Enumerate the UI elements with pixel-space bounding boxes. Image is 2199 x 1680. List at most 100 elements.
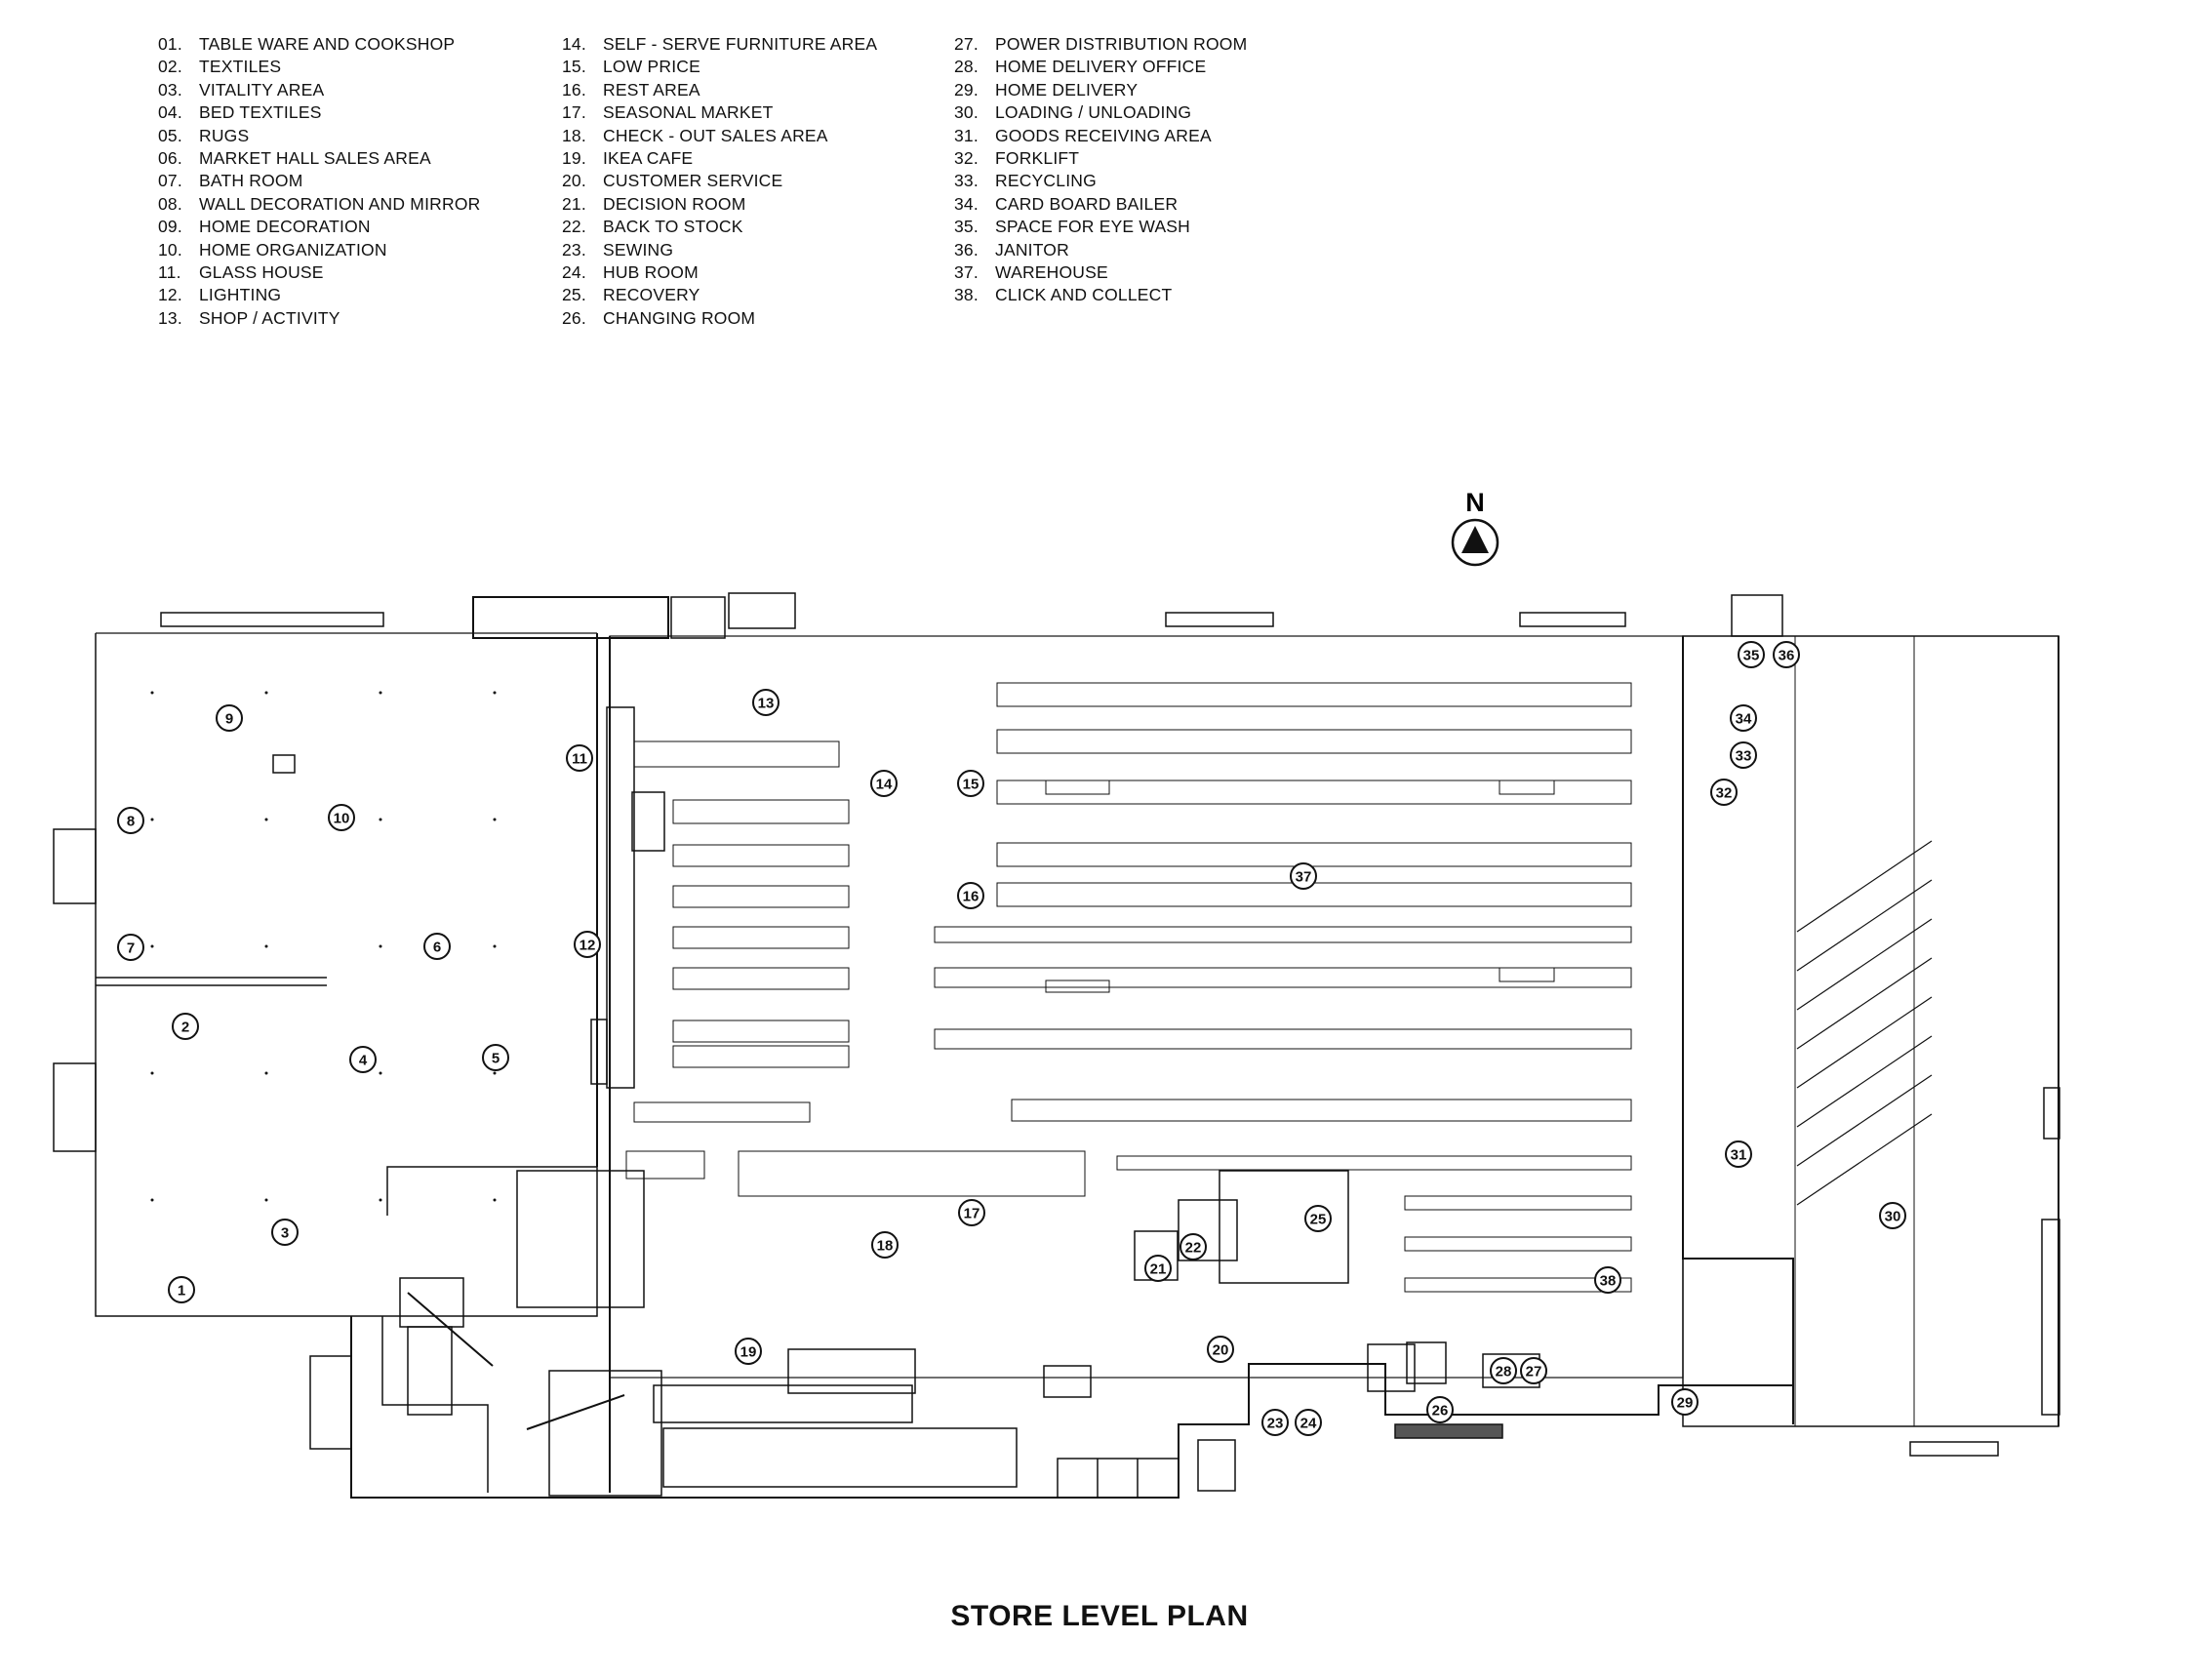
room-marker-label: 5: [492, 1051, 500, 1067]
legend-label: BED TEXTILES: [199, 102, 322, 123]
room-marker-5: 5: [482, 1044, 509, 1071]
legend-number: 08.: [158, 193, 182, 214]
room-marker-label: 20: [1213, 1342, 1229, 1359]
legend-item: 19.IKEA CAFE: [562, 147, 877, 170]
room-marker-label: 27: [1526, 1364, 1542, 1380]
legend-item: 35.SPACE FOR EYE WASH: [954, 216, 1247, 238]
legend-label: GLASS HOUSE: [199, 262, 324, 283]
legend-item: 32. FORKLIFT: [954, 147, 1247, 170]
legend-number: 16.: [562, 79, 586, 100]
room-marker-17: 17: [958, 1199, 985, 1226]
room-marker-label: 37: [1296, 869, 1312, 886]
room-marker-25: 25: [1304, 1205, 1332, 1232]
legend-label: CUSTOMER SERVICE: [603, 171, 783, 191]
legend-item: 37. WAREHOUSE: [954, 261, 1247, 284]
room-marker-label: 23: [1267, 1416, 1284, 1432]
legend-item: 01.TABLE WARE AND COOKSHOP: [158, 33, 480, 56]
legend-item: 24.HUB ROOM: [562, 261, 877, 284]
room-marker-30: 30: [1879, 1202, 1906, 1229]
legend-item: 38.CLICK AND COLLECT: [954, 284, 1247, 306]
legend-number: 02.: [158, 57, 182, 77]
legend-number: 30.: [954, 102, 979, 123]
legend-number: 03.: [158, 79, 182, 100]
legend-label: CARD BOARD BAILER: [995, 193, 1179, 214]
room-marker-label: 4: [359, 1053, 368, 1069]
room-marker-label: 10: [334, 811, 350, 827]
room-marker-label: 3: [281, 1225, 289, 1242]
room-marker-26: 26: [1426, 1396, 1454, 1423]
room-marker-label: 18: [877, 1238, 894, 1255]
room-marker-11: 11: [566, 744, 593, 772]
legend-item: 21. DECISION ROOM: [562, 193, 877, 216]
legend-label: CLICK AND COLLECT: [995, 285, 1173, 305]
room-marker-label: 36: [1779, 648, 1795, 664]
legend-number: 14.: [562, 34, 586, 54]
legend-label: BATH ROOM: [199, 171, 303, 191]
room-marker-2: 2: [172, 1013, 199, 1040]
room-marker-label: 30: [1885, 1209, 1901, 1225]
room-marker-label: 38: [1600, 1273, 1617, 1290]
legend-label: GOODS RECEIVING AREA: [995, 125, 1212, 145]
room-marker-12: 12: [574, 931, 601, 958]
legend-number: 11.: [158, 262, 181, 283]
legend-label: WAREHOUSE: [995, 262, 1108, 283]
legend-label: DECISION ROOM: [603, 193, 746, 214]
legend-item: 03.VITALITY AREA: [158, 79, 480, 101]
room-marker-21: 21: [1144, 1255, 1172, 1282]
legend-label: SEASONAL MARKET: [603, 102, 774, 123]
north-arrow: N: [1451, 488, 1499, 567]
legend-item: 06.MARKET HALL SALES AREA: [158, 147, 480, 170]
legend-label: POWER DISTRIBUTION ROOM: [995, 34, 1248, 54]
room-marker-10: 10: [328, 804, 355, 831]
legend-item: 25.RECOVERY: [562, 284, 877, 306]
room-marker-label: 22: [1185, 1240, 1202, 1257]
legend-item: 28.HOME DELIVERY OFFICE: [954, 56, 1247, 78]
room-marker-33: 33: [1730, 741, 1757, 769]
legend-item: 22.BACK TO STOCK: [562, 216, 877, 238]
legend-label: HOME DELIVERY OFFICE: [995, 57, 1207, 77]
column-grid: [150, 691, 497, 1202]
room-marker-label: 34: [1736, 711, 1752, 728]
legend-number: 32.: [954, 148, 979, 169]
legend-number: 37.: [954, 262, 979, 283]
legend-number: 20.: [562, 171, 586, 191]
legend-label: LIGHTING: [199, 285, 282, 305]
legend-label: CHECK - OUT SALES AREA: [603, 125, 828, 145]
legend-label: FORKLIFT: [995, 148, 1080, 169]
legend-number: 21.: [562, 193, 586, 214]
legend-item: 27. POWER DISTRIBUTION ROOM: [954, 33, 1247, 56]
legend-label: SHOP / ACTIVITY: [199, 307, 340, 328]
legend-item: 08. WALL DECORATION AND MIRROR: [158, 193, 480, 216]
room-marker-16: 16: [957, 882, 984, 909]
legend-number: 27.: [954, 34, 979, 54]
legend-label: RECYCLING: [995, 171, 1097, 191]
legend-item: 16.REST AREA: [562, 79, 877, 101]
room-marker-label: 28: [1496, 1364, 1512, 1380]
room-marker-label: 8: [127, 814, 135, 830]
legend-item: 11. GLASS HOUSE: [158, 261, 480, 284]
legend-number: 01.: [158, 34, 182, 54]
room-marker-label: 21: [1150, 1261, 1167, 1278]
legend-label: WALL DECORATION AND MIRROR: [199, 193, 481, 214]
room-marker-label: 16: [963, 889, 980, 905]
room-marker-22: 22: [1179, 1233, 1207, 1260]
room-marker-6: 6: [423, 933, 451, 960]
legend-item: 07.BATH ROOM: [158, 170, 480, 192]
legend-item: 12.LIGHTING: [158, 284, 480, 306]
room-marker-27: 27: [1520, 1357, 1547, 1384]
legend-number: 09.: [158, 217, 182, 237]
room-marker-8: 8: [117, 807, 144, 834]
legend-item: 18.CHECK - OUT SALES AREA: [562, 125, 877, 147]
room-marker-label: 2: [181, 1020, 189, 1036]
legend-item: 09.HOME DECORATION: [158, 216, 480, 238]
legend-number: 26.: [562, 307, 586, 328]
room-marker-label: 12: [580, 938, 596, 954]
legend-item: 05.RUGS: [158, 125, 480, 147]
room-marker-9: 9: [216, 704, 243, 732]
room-marker-label: 35: [1743, 648, 1760, 664]
legend-item: 02.TEXTILES: [158, 56, 480, 78]
legend-label: SPACE FOR EYE WASH: [995, 217, 1191, 237]
room-marker-3: 3: [271, 1219, 299, 1246]
